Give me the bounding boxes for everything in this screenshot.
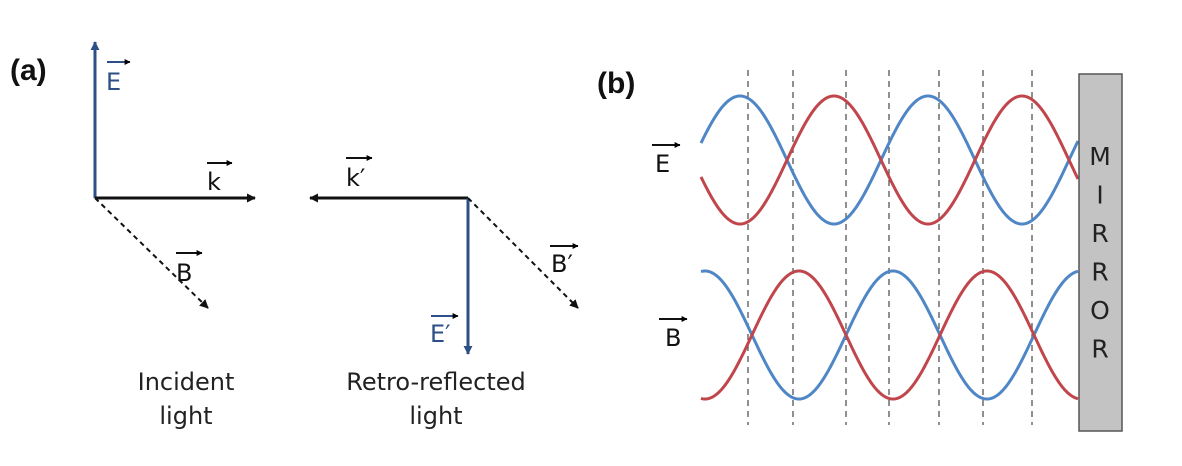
incident-k-label: k — [207, 160, 233, 196]
mirror-body — [1078, 73, 1123, 432]
mirror-letter: O — [1090, 296, 1110, 325]
dashed-guide-lines — [747, 70, 1033, 425]
reflected-caption-line1: Retro-reflected — [346, 368, 526, 396]
panel-b-label: (b) — [597, 67, 635, 100]
incident-caption-line2: light — [159, 402, 212, 430]
svg-text:k′: k′ — [346, 164, 365, 192]
svg-text:E: E — [106, 68, 121, 96]
incident-vectors: E k B Incident light — [90, 41, 256, 430]
B-field-label: B — [659, 316, 688, 352]
reflected-B-arrow — [467, 197, 579, 309]
mirror-letter: M — [1089, 142, 1111, 171]
mirror-letter: I — [1096, 181, 1103, 210]
B-wave-red — [700, 269, 1079, 401]
E-wave-red — [699, 94, 1080, 226]
B-wave-blue — [700, 269, 1079, 401]
mirror-letter: R — [1091, 219, 1108, 248]
svg-text:B′: B′ — [551, 250, 573, 278]
svg-text:B: B — [665, 324, 681, 352]
incident-caption-line1: Incident — [138, 368, 235, 396]
reflected-B-label: B′ — [550, 243, 579, 278]
reflected-vectors: k′ B′ E′ Retro-reflected light — [309, 155, 579, 430]
reflected-k-label: k′ — [346, 155, 373, 192]
svg-text:E′: E′ — [430, 320, 451, 348]
panel-a-label: (a) — [10, 54, 47, 87]
svg-text:B: B — [176, 259, 192, 287]
mirror-letter: R — [1091, 335, 1108, 364]
incident-B-label: B — [176, 250, 203, 287]
incident-E-label: E — [106, 59, 131, 96]
reflected-caption-line2: light — [409, 402, 462, 430]
E-field-label: E — [652, 142, 681, 178]
E-wave-blue — [699, 94, 1080, 226]
reflected-E-label: E′ — [430, 313, 459, 348]
svg-text:E: E — [655, 150, 670, 178]
mirror-letter: R — [1091, 258, 1108, 287]
svg-text:k: k — [207, 168, 221, 196]
